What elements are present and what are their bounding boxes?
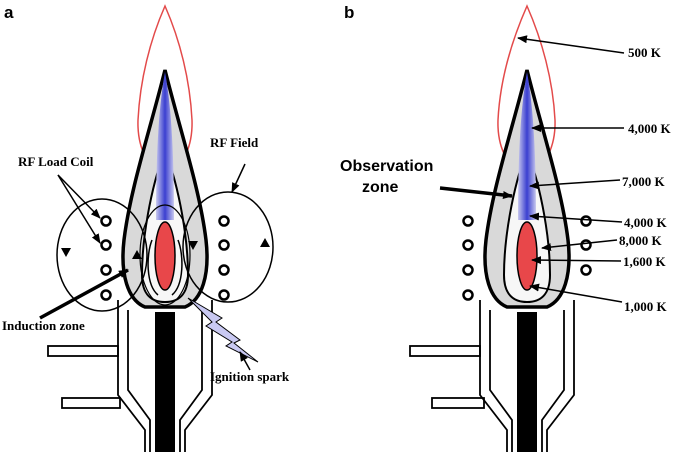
plasma-red-core [154,221,176,291]
plasma-red-core-b [516,221,538,291]
torch-body [47,300,213,452]
panel-a: a [2,3,290,452]
observation-zone-label-line1: Observation [340,158,433,175]
temp-label-7000k: 7,000 K [622,174,666,189]
panel-b-label: b [344,3,354,22]
rf-field-left [56,198,148,312]
rf-load-coil-label: RF Load Coil [18,154,94,169]
temp-label-1000k: 1,000 K [624,299,668,314]
panel-b: b Obser [340,3,672,452]
injector-tube-b [517,312,537,452]
temp-label-4000k-mid: 4,000 K [624,215,668,230]
temp-label-8000k: 8,000 K [619,233,663,248]
induction-zone-label: Induction zone [2,318,85,333]
temp-label-1600k: 1,600 K [623,254,667,269]
temp-label-500k: 500 K [628,45,662,60]
rf-coil-left-b [462,215,474,301]
ignition-spark-icon [187,297,259,363]
injector-tube [155,312,175,452]
observation-zone-label-line2: zone [362,179,399,196]
rf-field-label: RF Field [210,135,259,150]
temp-label-4000k-top: 4,000 K [628,121,672,136]
rf-coil-right [218,215,230,301]
torch-body-b [409,300,575,452]
panel-a-label: a [4,3,14,22]
ignition-spark-label: Ignition spark [210,369,290,384]
rf-coil-right-b [580,215,592,276]
rf-field-right [182,191,274,303]
plasma-blue-column [156,72,174,220]
rf-coil-left [100,215,112,301]
